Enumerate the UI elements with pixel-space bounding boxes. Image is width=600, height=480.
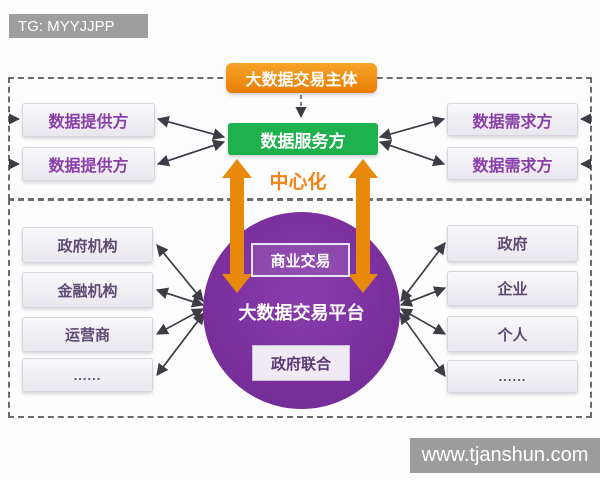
node-data-provider-1: 数据提供方 xyxy=(22,103,155,137)
node-data-provider-2-label: 数据提供方 xyxy=(48,158,129,175)
node-data-demand-2: 数据需求方 xyxy=(447,147,578,180)
node-government-org-label: 政府机构 xyxy=(57,237,118,255)
node-enterprise: 企业 xyxy=(447,271,578,306)
node-left-ellipsis: ...... xyxy=(22,358,153,392)
bottom-dashed-frame xyxy=(8,199,592,418)
node-right-ellipsis-label: ...... xyxy=(498,369,527,384)
node-government-union: 政府联合 xyxy=(252,345,350,381)
node-government-org: 政府机构 xyxy=(22,227,153,263)
node-data-demand-1: 数据需求方 xyxy=(447,103,578,136)
node-data-service-label: 数据服务方 xyxy=(260,131,346,151)
node-government-union-label: 政府联合 xyxy=(270,355,331,373)
node-trade-subject-label: 大数据交易主体 xyxy=(245,72,358,89)
node-finance-org: 金融机构 xyxy=(22,272,153,308)
node-operator-label: 运营商 xyxy=(64,327,110,344)
watermark-bottom: www.tjanshun.com xyxy=(410,438,600,473)
node-enterprise-label: 企业 xyxy=(497,281,528,298)
centralization-label: 中心化 xyxy=(269,172,327,193)
node-person: 个人 xyxy=(447,316,578,352)
node-operator: 运营商 xyxy=(22,317,153,352)
node-person-label: 个人 xyxy=(497,326,528,344)
node-government-label: 政府 xyxy=(497,236,528,253)
node-data-demand-1-label: 数据需求方 xyxy=(472,113,553,131)
node-finance-org-label: 金融机构 xyxy=(57,282,118,300)
platform-title: 大数据交易平台 xyxy=(238,303,365,323)
node-data-provider-1-label: 数据提供方 xyxy=(48,114,129,131)
node-data-demand-2-label: 数据需求方 xyxy=(472,157,553,175)
watermark-top: TG: MYYJJPP xyxy=(9,14,148,38)
node-government: 政府 xyxy=(447,225,578,262)
node-trade-subject: 大数据交易主体 xyxy=(226,63,377,93)
node-commercial-trade-label: 商业交易 xyxy=(270,252,331,270)
node-data-provider-2: 数据提供方 xyxy=(22,147,155,181)
node-commercial-trade: 商业交易 xyxy=(251,243,350,277)
node-left-ellipsis-label: ...... xyxy=(73,367,102,383)
node-data-service: 数据服务方 xyxy=(228,123,378,155)
node-right-ellipsis: ...... xyxy=(447,360,578,393)
